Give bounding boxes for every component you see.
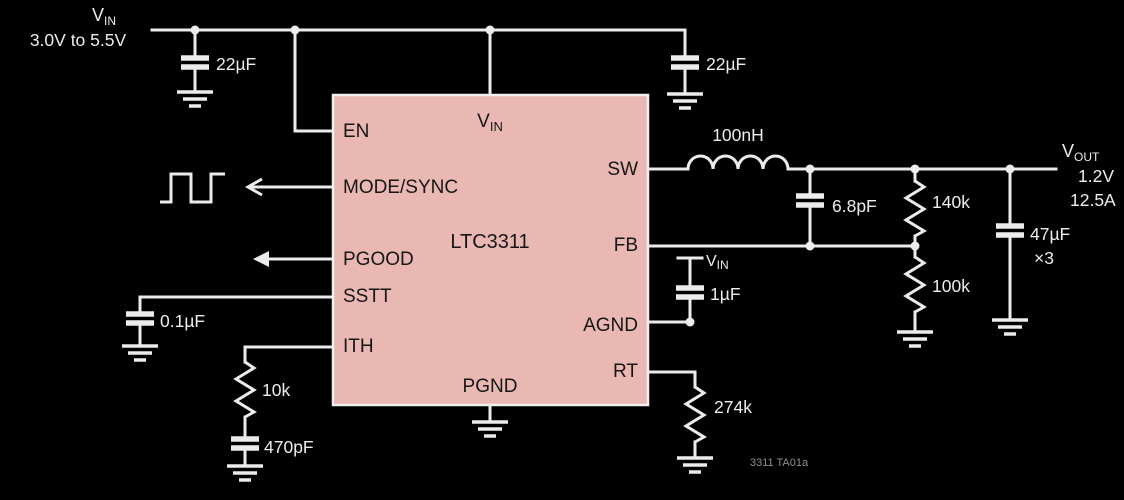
vout-label: VOUT — [1062, 141, 1100, 164]
clock-waveform-icon — [160, 172, 225, 204]
pin-pgnd-label: PGND — [463, 376, 518, 397]
ic-ltc3311: VIN EN MODE/SYNC PGOOD SSTT ITH LTC3311 … — [331, 93, 650, 407]
junction-dot — [910, 241, 920, 251]
rfb-top-value-label: 140k — [932, 192, 970, 212]
pin-ss-label: SSTT — [343, 286, 392, 307]
feedback-divider: 140k 100k — [646, 167, 970, 348]
css-value-label: 0.1µF — [160, 311, 205, 331]
resistor-symbol — [233, 360, 257, 419]
arrow-left-icon — [253, 251, 269, 267]
chip-body — [331, 93, 650, 407]
vin-source-label: VIN — [92, 5, 116, 28]
capacitor-symbol — [126, 311, 154, 326]
soft-start-network: 0.1µF — [122, 295, 335, 362]
ground-icon — [897, 330, 933, 348]
vin-source-v: V — [92, 5, 104, 25]
ground-icon — [992, 318, 1028, 336]
inductor-value-label: 100nH — [712, 125, 764, 145]
mode-sync-input — [160, 172, 335, 204]
pin-agnd-label: AGND — [583, 315, 638, 336]
resistor-symbol — [903, 179, 927, 238]
rt-network: 274k — [646, 370, 752, 474]
capacitor-symbol — [796, 193, 824, 208]
feedforward-capacitor: 6.8pF — [796, 167, 877, 248]
ground-icon — [122, 344, 158, 362]
cout-qty-label: ×3 — [1034, 248, 1054, 268]
vout-current-label: 12.5A — [1070, 190, 1116, 210]
ith-compensation-network: 10k 470pF — [227, 345, 335, 482]
pin-rt-label: RT — [613, 361, 638, 382]
vin2-label: VIN — [706, 253, 729, 272]
pin-pgood-label: PGOOD — [343, 249, 414, 270]
cout-value-label: 47µF — [1030, 224, 1070, 244]
vin-range-label: 3.0V to 5.5V — [30, 30, 127, 50]
pgood-output — [253, 251, 335, 267]
agnd-vin-bypass: VIN 1µF — [646, 253, 741, 327]
cith-value-label: 470pF — [264, 437, 314, 457]
net-sw-vout: 100nH — [646, 125, 1058, 174]
rrt-value-label: 274k — [714, 397, 752, 417]
net-vin — [150, 25, 687, 133]
input-capacitor-2: 22µF — [667, 28, 746, 110]
ground-icon — [177, 90, 213, 108]
cin1-value-label: 22µF — [216, 54, 256, 74]
vin-source-block: VIN 3.0V to 5.5V — [30, 5, 127, 50]
figure-id-label: 3311 TA01a — [750, 457, 809, 469]
pin-mode-sync-label: MODE/SYNC — [343, 177, 458, 198]
capacitor-symbol — [181, 55, 209, 70]
chip-part-number: LTC3311 — [450, 231, 529, 253]
cff-value-label: 6.8pF — [832, 196, 877, 216]
vin-source-sub: IN — [104, 14, 116, 28]
inductor-symbol — [686, 154, 790, 170]
pin-sw-label: SW — [607, 159, 638, 180]
rfb-bottom-value-label: 100k — [932, 276, 970, 296]
pin-ith-label: ITH — [343, 336, 374, 357]
rith-value-label: 10k — [262, 380, 290, 400]
pin-fb-label: FB — [614, 235, 638, 256]
vout-block: VOUT 1.2V 12.5A — [1062, 141, 1116, 210]
ground-icon — [667, 92, 703, 110]
junction-dot — [485, 25, 495, 35]
pin-vin-label: VIN — [477, 111, 503, 134]
pin-en-label: EN — [343, 121, 369, 142]
ground-icon — [227, 464, 263, 482]
resistor-symbol — [903, 255, 927, 314]
capacitor-symbol — [231, 436, 259, 451]
junction-dot — [805, 241, 815, 251]
cvin-value-label: 1µF — [710, 284, 741, 304]
cin2-value-label: 22µF — [706, 54, 746, 74]
junction-dot — [290, 25, 300, 35]
capacitor-symbol — [676, 285, 704, 300]
capacitor-symbol — [671, 55, 699, 70]
input-capacitor-1: 22µF — [177, 28, 256, 108]
vout-voltage-label: 1.2V — [1078, 166, 1114, 186]
junction-dot — [685, 317, 695, 327]
ground-icon — [677, 456, 713, 474]
capacitor-symbol — [996, 223, 1024, 238]
output-capacitor: 47µF ×3 — [992, 167, 1070, 336]
resistor-symbol — [683, 385, 707, 444]
arrow-left-icon — [244, 177, 263, 197]
ground-icon — [472, 420, 508, 438]
pgnd-ground — [472, 403, 508, 438]
